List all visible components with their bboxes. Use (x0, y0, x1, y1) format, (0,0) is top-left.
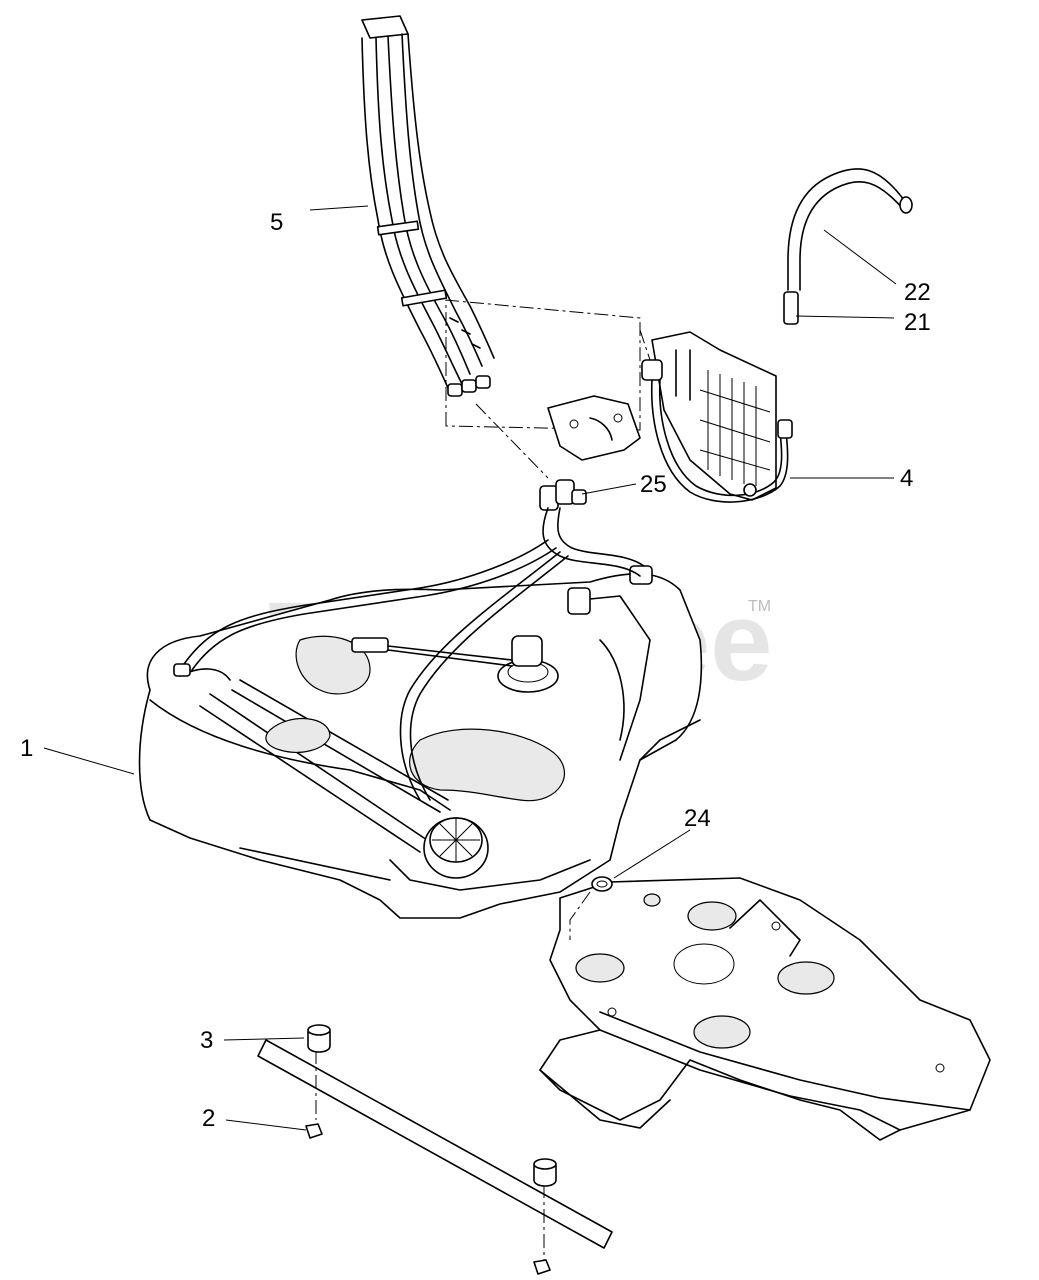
fuel-filter-part-4[interactable] (641, 331, 793, 503)
assembly-guide-line-filter (639, 329, 651, 361)
rubber-bumper-part-3[interactable] (307, 1024, 557, 1187)
assembly-guide-line-grommet (569, 891, 591, 940)
callout-22: 22 (904, 279, 931, 306)
fuel-hose-part-22[interactable] (787, 168, 913, 291)
hose-bracket[interactable] (547, 395, 641, 461)
nut-part-2[interactable] (305, 1123, 551, 1275)
watermark-trademark: TM (748, 598, 771, 615)
assembly-guide-line-hose (475, 403, 549, 479)
callout-5: 5 (270, 209, 283, 236)
mounting-plate[interactable] (539, 877, 991, 1141)
callout-24: 24 (684, 805, 711, 832)
hose-connector-part-25[interactable] (539, 479, 587, 511)
callout-21: 21 (904, 309, 931, 336)
callout-1: 1 (20, 735, 33, 762)
fuel-hose-bundle-part-5[interactable] (361, 15, 495, 397)
callout-2: 2 (202, 1105, 215, 1132)
callout-25: 25 (640, 471, 667, 498)
grommet-part-24[interactable] (591, 876, 613, 892)
tank-strap[interactable] (257, 1039, 613, 1249)
assembly-guide-line-bracket (445, 299, 641, 431)
fuel-tank-part-1[interactable] (138, 507, 703, 919)
callout-4: 4 (900, 465, 913, 492)
hose-fitting-part-21[interactable] (783, 291, 799, 325)
leader-lines (43, 205, 897, 1131)
callout-3: 3 (200, 1027, 213, 1054)
